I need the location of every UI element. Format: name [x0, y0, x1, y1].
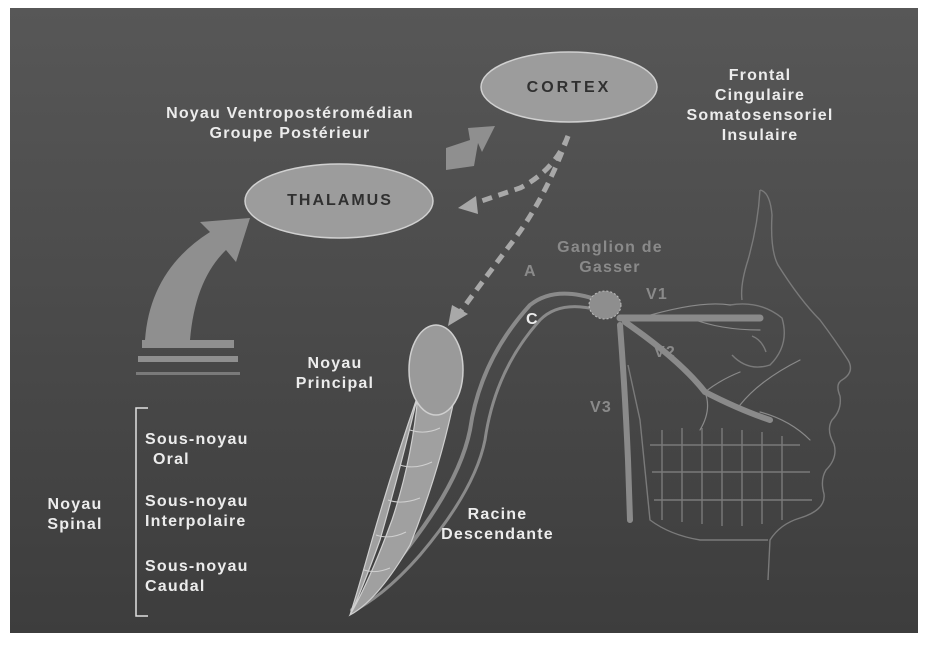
subnucleus-interpolaire-line1: Sous-noyau — [145, 492, 249, 512]
subnucleus-interpolaire-line2: Interpolaire — [145, 512, 249, 532]
subnucleus-caudal-line2: Caudal — [145, 577, 249, 597]
cortex-label: CORTEX — [518, 78, 620, 98]
v3-branch — [620, 325, 630, 520]
branch-v2-label: V2 — [654, 343, 676, 363]
cortical-area-somatosensoriel: Somatosensoriel — [640, 106, 880, 126]
ganglion-label-line2: Gasser — [545, 258, 675, 278]
dashed-arrowhead-thalamus — [458, 196, 478, 214]
subnucleus-caudal-line1: Sous-noyau — [145, 557, 249, 577]
ganglion-label: Ganglion de Gasser — [545, 238, 675, 278]
cortical-area-frontal: Frontal — [640, 66, 880, 86]
subnucleus-oral-line2: Oral — [145, 450, 249, 470]
noyau-spinal-line1: Noyau — [40, 495, 110, 515]
racine-descendante-label: Racine Descendante — [420, 505, 575, 545]
fiber-a-label: A — [524, 262, 537, 282]
thalamus-label: THALAMUS — [265, 191, 415, 211]
branch-v1-label: V1 — [646, 285, 668, 305]
racine-line2: Descendante — [420, 525, 575, 545]
ganglion-de-gasser — [589, 291, 621, 319]
subnucleus-oral-line1: Sous-noyau — [145, 430, 249, 450]
v2-branch — [625, 322, 770, 420]
dashed-arrowhead-noyau — [448, 305, 468, 326]
thalamic-nucleus-posterior: Groupe Postérieur — [120, 124, 460, 144]
racine-line1: Racine — [420, 505, 575, 525]
noyau-principal-line2: Principal — [275, 374, 395, 394]
cortical-areas: Frontal Cingulaire Somatosensoriel Insul… — [640, 66, 880, 146]
ascending-arrow-to-thalamus — [136, 218, 250, 375]
noyau-spinal-line2: Spinal — [40, 515, 110, 535]
thalamic-nucleus-vpm: Noyau Ventropostéromédian — [120, 104, 460, 124]
cortical-area-insulaire: Insulaire — [640, 126, 880, 146]
subnucleus-caudal: Sous-noyau Caudal — [145, 557, 249, 597]
noyau-spinal-label: Noyau Spinal — [40, 495, 110, 535]
subnucleus-interpolaire: Sous-noyau Interpolaire — [145, 492, 249, 532]
noyau-principal-label: Noyau Principal — [275, 354, 395, 394]
noyau-principal-shape — [409, 325, 463, 415]
ganglion-label-line1: Ganglion de — [545, 238, 675, 258]
thalamic-nuclei: Noyau Ventropostéromédian Groupe Postéri… — [120, 104, 460, 144]
subnucleus-oral: Sous-noyau Oral — [145, 430, 249, 470]
cortical-area-cingulaire: Cingulaire — [640, 86, 880, 106]
noyau-principal-line1: Noyau — [275, 354, 395, 374]
branch-v3-label: V3 — [590, 398, 612, 418]
fiber-c-label: C — [526, 310, 539, 330]
